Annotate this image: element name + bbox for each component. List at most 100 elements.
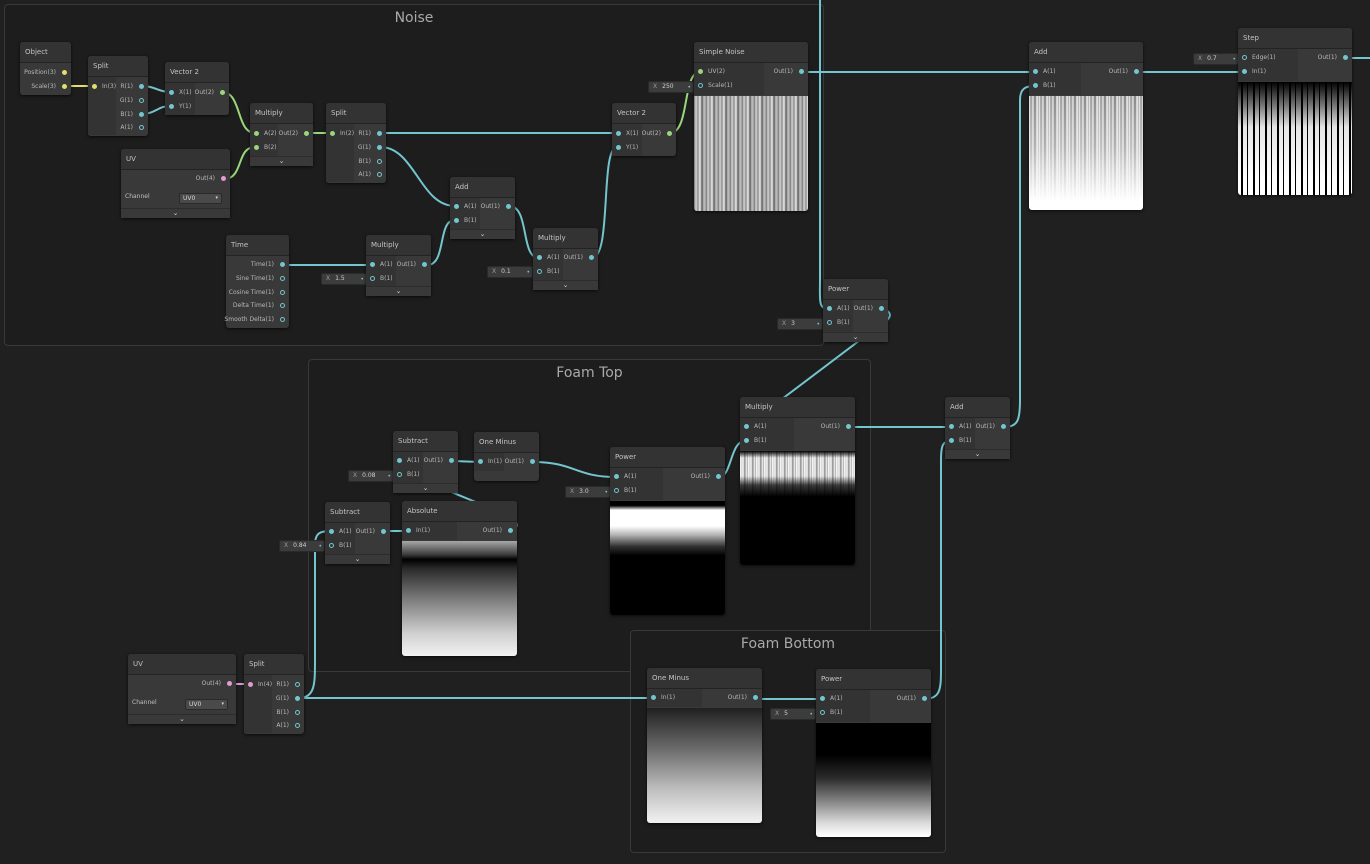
output-port-out[interactable]: Out(1) — [505, 456, 535, 468]
output-port-g[interactable]: G(1) — [276, 693, 300, 705]
node-vector2[interactable]: Vector 2 X(1) Y(1) Out(2) — [612, 103, 676, 156]
collapse-chevron-icon[interactable]: ⌄ — [533, 280, 598, 290]
output-port-r[interactable]: R(1) — [276, 679, 300, 691]
input-port-in[interactable]: In(1) — [402, 525, 430, 537]
port-dot-icon[interactable] — [827, 306, 832, 311]
input-port-in[interactable]: In(3) — [88, 81, 116, 93]
port-dot-icon[interactable] — [616, 131, 621, 136]
port-dot-icon[interactable] — [139, 84, 144, 89]
output-port-out[interactable]: Out(1) — [821, 421, 851, 433]
output-port-out[interactable]: Out(1) — [897, 693, 927, 705]
port-dot-icon[interactable] — [1242, 69, 1247, 74]
port-dot-icon[interactable] — [280, 290, 285, 295]
input-port-a[interactable]: A(1) — [533, 252, 560, 264]
input-port-b[interactable]: B(1) — [450, 215, 477, 227]
output-port-out[interactable]: Out(1) — [691, 471, 721, 483]
node-add[interactable]: Add A(1) B(1) Out(1) ⌄ — [450, 177, 515, 239]
port-dot-icon[interactable] — [651, 695, 656, 700]
input-port-uv[interactable]: UV(2) — [694, 66, 725, 78]
input-port-b[interactable]: B(1) — [533, 266, 560, 278]
input-port-b[interactable]: B(1) — [610, 485, 637, 497]
port-dot-icon[interactable] — [508, 528, 513, 533]
port-dot-icon[interactable] — [169, 104, 174, 109]
input-port-a[interactable]: A(1) — [610, 471, 637, 483]
output-port-out[interactable]: Out(1) — [397, 259, 427, 271]
node-one-minus[interactable]: One Minus In(1) Out(1) — [647, 668, 762, 823]
port-dot-icon[interactable] — [1033, 69, 1038, 74]
port-dot-icon[interactable] — [537, 269, 542, 274]
output-port-b[interactable]: B(1) — [120, 109, 144, 121]
port-dot-icon[interactable] — [139, 112, 144, 117]
input-port-b[interactable]: B(1) — [1029, 80, 1056, 92]
output-port-a[interactable]: A(1) — [120, 122, 144, 134]
input-port-scale[interactable]: Scale(1) — [694, 80, 733, 92]
port-dot-icon[interactable] — [744, 438, 749, 443]
port-dot-icon[interactable] — [370, 276, 375, 281]
output-port-a[interactable]: A(1) — [276, 720, 300, 732]
input-port-in[interactable]: In(1) — [474, 456, 502, 468]
output-port-cosine-time[interactable]: Cosine Time(1) — [229, 287, 285, 299]
port-dot-icon[interactable] — [820, 696, 825, 701]
node-split[interactable]: Split In(2) R(1) G(1) B(1) A(1) — [326, 103, 386, 183]
input-port-b[interactable]: B(1) — [393, 469, 420, 481]
input-port-y[interactable]: Y(1) — [165, 101, 191, 113]
output-port-out[interactable]: Out(1) — [356, 526, 386, 538]
output-port-r[interactable]: R(1) — [120, 81, 144, 93]
input-port-a[interactable]: A(2) — [250, 128, 277, 140]
node-power[interactable]: Power A(1) B(1) Out(1) ⌄ — [823, 279, 888, 342]
collapse-chevron-icon[interactable]: ⌄ — [366, 286, 431, 296]
output-port-out[interactable]: Out(1) — [424, 455, 454, 467]
port-dot-icon[interactable] — [949, 438, 954, 443]
port-dot-icon[interactable] — [454, 204, 459, 209]
output-port-out[interactable]: Out(1) — [854, 303, 884, 315]
port-dot-icon[interactable] — [220, 90, 225, 95]
port-dot-icon[interactable] — [295, 696, 300, 701]
port-dot-icon[interactable] — [329, 529, 334, 534]
port-dot-icon[interactable] — [716, 474, 721, 479]
output-port-out[interactable]: Out(1) — [728, 692, 758, 704]
collapse-chevron-icon[interactable]: ⌄ — [393, 483, 458, 493]
input-port-b[interactable]: B(1) — [740, 435, 767, 447]
port-dot-icon[interactable] — [1343, 55, 1348, 60]
port-dot-icon[interactable] — [422, 262, 427, 267]
port-dot-icon[interactable] — [846, 424, 851, 429]
port-dot-icon[interactable] — [329, 543, 334, 548]
input-port-a[interactable]: A(1) — [325, 526, 352, 538]
node-multiply[interactable]: Multiply A(1) B(1) Out(1) ⌄ — [366, 235, 431, 296]
collapse-chevron-icon[interactable]: ⌄ — [450, 229, 515, 239]
port-dot-icon[interactable] — [377, 145, 382, 150]
port-dot-icon[interactable] — [92, 84, 97, 89]
port-dot-icon[interactable] — [254, 131, 259, 136]
port-dot-icon[interactable] — [377, 131, 382, 136]
node-object[interactable]: Object Position(3) Scale(3) — [20, 42, 71, 95]
node-simple-noise[interactable]: Simple Noise UV(2) Scale(1) Out(1) — [694, 42, 808, 211]
port-dot-icon[interactable] — [614, 488, 619, 493]
port-dot-icon[interactable] — [478, 459, 483, 464]
port-dot-icon[interactable] — [304, 131, 309, 136]
node-multiply[interactable]: Multiply A(1) B(1) Out(1) ⌄ — [533, 228, 598, 290]
input-port-b[interactable]: B(1) — [366, 273, 393, 285]
port-dot-icon[interactable] — [879, 306, 884, 311]
input-port-in[interactable]: In(2) — [326, 128, 354, 140]
channel-dropdown[interactable]: UV0▾ — [185, 699, 228, 710]
output-port-out[interactable]: Out(2) — [279, 128, 309, 140]
output-port-g[interactable]: G(1) — [358, 142, 382, 154]
port-dot-icon[interactable] — [280, 262, 285, 267]
port-dot-icon[interactable] — [254, 145, 259, 150]
port-dot-icon[interactable] — [667, 131, 672, 136]
port-dot-icon[interactable] — [221, 176, 226, 181]
collapse-chevron-icon[interactable]: ⌄ — [945, 449, 1010, 459]
port-dot-icon[interactable] — [280, 303, 285, 308]
port-dot-icon[interactable] — [377, 159, 382, 164]
input-port-b[interactable]: B(1) — [816, 707, 843, 719]
output-port-out[interactable]: Out(1) — [483, 525, 513, 537]
output-port-out[interactable]: Out(1) — [774, 66, 804, 78]
node-multiply[interactable]: Multiply A(2) B(2) Out(2) ⌄ — [250, 103, 313, 166]
